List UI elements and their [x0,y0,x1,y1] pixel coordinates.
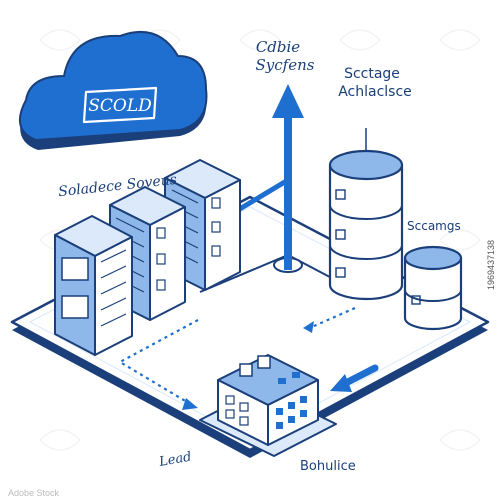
scaling-label: Sccamgs [407,219,461,233]
storage-label-line2: Achlaclsce [338,84,412,100]
building [199,354,337,457]
storage-database-large [328,128,404,301]
up-arrow [236,84,304,270]
dashed-flow-arrow [117,319,199,410]
building-label: Bohulice [300,459,356,474]
solid-arrow-to-building [330,364,379,392]
cloud-systems-label-line1: Cdbie [256,38,300,56]
storage-label-line1: Scctage [344,66,400,82]
stock-brand-label: Adobe Stock [8,488,60,498]
dashed-return-arrow [303,306,356,333]
cloud-systems-label-line2: Sycfens [256,56,315,74]
lead-label: Lead [157,450,193,471]
stock-id-label: 1969437138 [486,240,496,290]
storage-database-small [403,245,463,331]
cloud-badge-label: SCOLD [88,96,152,116]
cloud-icon [18,31,208,150]
server-rack-1 [54,215,133,356]
